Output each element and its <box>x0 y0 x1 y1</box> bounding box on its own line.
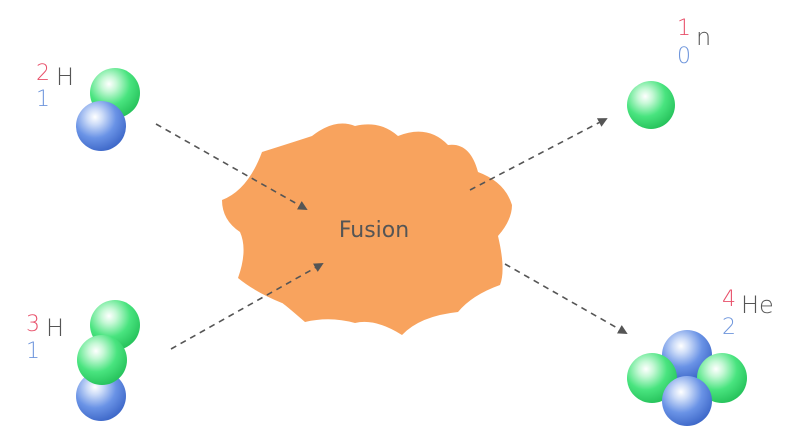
neutron-icon <box>77 335 127 385</box>
helium-mass-number: 4 <box>722 287 736 312</box>
neutron-atomic-number: 0 <box>677 44 691 69</box>
tritium-symbol: H <box>46 314 64 342</box>
arrow-neutron-out <box>469 118 608 191</box>
helium-label: 4 2 He <box>722 287 774 340</box>
neutron-symbol: n <box>696 23 711 51</box>
deuterium-label: 2 1 H <box>36 61 74 112</box>
neutron-particle <box>627 81 675 129</box>
reaction-arrows <box>155 118 628 350</box>
helium-atomic-number: 2 <box>722 315 736 340</box>
neutron-icon <box>76 371 126 421</box>
helium-symbol: He <box>741 291 774 319</box>
neutron-icon <box>76 101 126 151</box>
tritium-nucleus <box>76 300 140 421</box>
deuterium-symbol: H <box>56 63 74 91</box>
fusion-burst-icon <box>222 123 512 336</box>
arrow-helium-out <box>504 263 628 334</box>
deuterium-atomic-number: 1 <box>36 87 50 112</box>
deuterium-mass-number: 2 <box>36 61 50 86</box>
tritium-mass-number: 3 <box>26 312 40 337</box>
neutron-icon <box>627 81 675 129</box>
tritium-atomic-number: 1 <box>26 339 40 364</box>
neutron-mass-number: 1 <box>677 16 691 41</box>
arrow-tritium-in <box>170 263 324 350</box>
helium-nucleus <box>627 330 747 426</box>
neutron-label: 1 0 n <box>677 16 711 69</box>
fusion-label: Fusion <box>339 218 409 243</box>
neutron-icon <box>662 376 712 426</box>
deuterium-nucleus <box>76 68 140 151</box>
tritium-label: 3 1 H <box>26 312 64 364</box>
arrow-deuterium-in <box>155 123 308 210</box>
